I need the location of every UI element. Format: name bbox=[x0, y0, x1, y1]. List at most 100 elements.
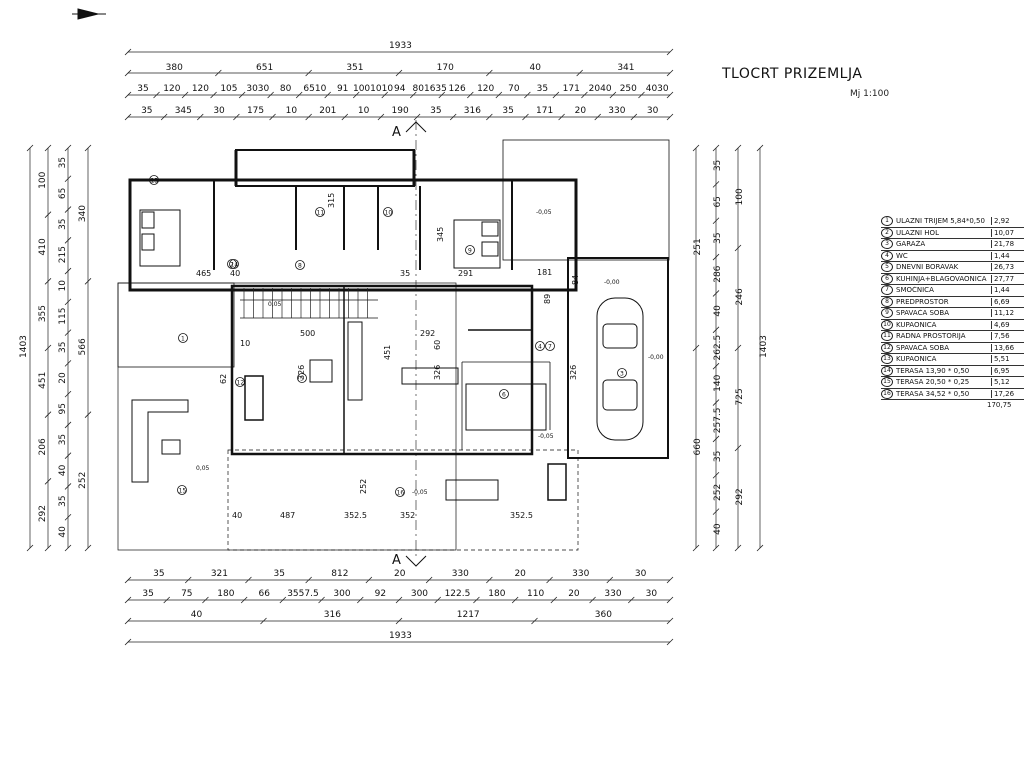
legend-room-name: KUHINJA+BLAGOVAONICA bbox=[896, 274, 987, 283]
dimension-tick bbox=[395, 596, 403, 604]
room-number-label: 11 bbox=[317, 210, 325, 217]
dimension-tick bbox=[692, 344, 700, 352]
legend-room-number: 11 bbox=[881, 331, 893, 342]
dimension-right-mid: 246 bbox=[735, 288, 745, 305]
dimension-bottom-row1: 321 bbox=[211, 569, 228, 579]
legend-room-name: SMOČNICA bbox=[896, 286, 934, 295]
dimension-left-inner: 95 bbox=[58, 403, 68, 414]
dimension-tick bbox=[486, 576, 493, 584]
dimension-bottom-row2: 180 bbox=[217, 589, 234, 599]
legend-room-area: 1,44 bbox=[991, 286, 1024, 295]
dimension-bottom-row1: 30 bbox=[635, 569, 647, 579]
room-number-label: 4 bbox=[538, 344, 542, 351]
dimension-right-inner: 286 bbox=[713, 265, 723, 282]
dimension-bottom-row2: 92 bbox=[375, 589, 386, 599]
dimension-right-room: 251 bbox=[693, 238, 703, 255]
legend-room-number: 15 bbox=[881, 377, 893, 388]
dimension-tick bbox=[44, 278, 52, 285]
dimension-bottom-row2: 75 bbox=[181, 589, 192, 599]
dimension-left-inner: 35 bbox=[58, 157, 68, 168]
dimension-bottom-row2: 122.5 bbox=[445, 589, 471, 599]
dimension-tick bbox=[546, 576, 553, 584]
dimension-left-inner: 40 bbox=[58, 526, 68, 538]
legend-room-number: 16 bbox=[881, 388, 893, 399]
dimension-left-inner: 35 bbox=[58, 495, 68, 506]
room-number-label: 1 bbox=[181, 336, 185, 343]
dimension-tick bbox=[44, 211, 52, 218]
dimension-bottom-row1: 20 bbox=[514, 569, 526, 579]
dimension-tick bbox=[64, 237, 72, 244]
dimension-tick bbox=[124, 638, 132, 646]
legend-room-name: SPAVAĆA SOBA bbox=[896, 343, 950, 352]
dimension-bottom-total: 1933 bbox=[389, 631, 412, 641]
room-number-label: 16 bbox=[397, 490, 405, 497]
dimension-bottom-row2: 35 bbox=[142, 589, 153, 599]
dimension-tick bbox=[84, 544, 92, 552]
dimension-tick bbox=[124, 617, 132, 625]
dimension-tick bbox=[395, 617, 403, 625]
dimension-bottom-row2: 300 bbox=[411, 589, 428, 599]
legend-room-area: 17,26 bbox=[991, 389, 1024, 398]
room-number-label: 8 bbox=[298, 263, 302, 270]
dimension-tick bbox=[449, 113, 457, 121]
level-mark-label: -0,05 bbox=[412, 489, 428, 496]
legend-room-number: 1 bbox=[881, 216, 893, 227]
dimension-top-row3: 94 bbox=[394, 84, 406, 94]
dimension-right-inner: 35 bbox=[713, 451, 723, 462]
dimension-left-room: 340 bbox=[78, 205, 88, 222]
legend-room-name: TERASA 34,52 * 0,50 bbox=[896, 389, 970, 398]
level-mark-label: 0,05 bbox=[196, 465, 210, 472]
room-number-label: 6 bbox=[502, 392, 506, 399]
legend-room-name: GARAŽA bbox=[896, 240, 926, 249]
dimension-top-row4: 316 bbox=[464, 106, 481, 116]
dimension-tick bbox=[712, 435, 720, 443]
dimension-tick bbox=[552, 91, 560, 99]
legend-room-area: 11,12 bbox=[991, 309, 1024, 318]
dimension-tick bbox=[267, 91, 274, 99]
dimension-top-row4: 10 bbox=[358, 106, 370, 116]
room-number-circle bbox=[383, 207, 393, 217]
dimension-right-inner: 252 bbox=[713, 484, 723, 501]
dimension-tick bbox=[324, 91, 331, 99]
dimension-tick bbox=[434, 596, 441, 604]
legend-room-number: 5 bbox=[881, 262, 893, 273]
room-dimension-label: 326 bbox=[569, 365, 578, 380]
room-number-circle bbox=[617, 368, 627, 378]
dimension-top-row2: 170 bbox=[437, 63, 454, 73]
dimension-tick bbox=[124, 69, 132, 77]
legend-room-name: ULAZNI HOL bbox=[896, 228, 939, 237]
room-dimension-label: 487 bbox=[280, 511, 295, 520]
drawing-title: TLOCRT PRIZEMLJA bbox=[722, 66, 863, 82]
dimension-bottom-row1: 35 bbox=[274, 569, 285, 579]
coffee-table-icon bbox=[309, 359, 333, 383]
room-dimension-label: 326 bbox=[297, 365, 306, 380]
dimension-tick bbox=[64, 298, 72, 306]
dimension-tick bbox=[377, 113, 385, 121]
dimension-top-row3: 3030 bbox=[246, 84, 269, 94]
dimension-tick bbox=[576, 69, 583, 77]
dimension-tick bbox=[124, 91, 132, 99]
dimension-left-total: 1403 bbox=[19, 335, 29, 358]
legend-total-area: 170,75 bbox=[987, 401, 1012, 409]
dimension-tick bbox=[666, 596, 674, 604]
dimension-tick bbox=[638, 91, 645, 99]
level-mark-label: -0,05 bbox=[536, 209, 552, 216]
dimension-tick bbox=[84, 278, 92, 285]
level-mark-label: -0,00 bbox=[604, 279, 620, 286]
dimension-right-mid: 100 bbox=[735, 188, 745, 205]
dimension-top-row4: 10 bbox=[286, 106, 298, 116]
dimension-tick bbox=[712, 326, 720, 334]
dimension-tick bbox=[64, 144, 72, 152]
dimension-tick bbox=[215, 69, 222, 77]
legend-room-number: 4 bbox=[881, 250, 893, 261]
dimension-tick bbox=[511, 596, 519, 604]
dimension-right-inner: 65 bbox=[713, 196, 723, 207]
dimension-top-row4: 35 bbox=[141, 106, 152, 116]
dimension-top-row4: 171 bbox=[536, 106, 553, 116]
room-number-label: 7 bbox=[548, 344, 552, 351]
